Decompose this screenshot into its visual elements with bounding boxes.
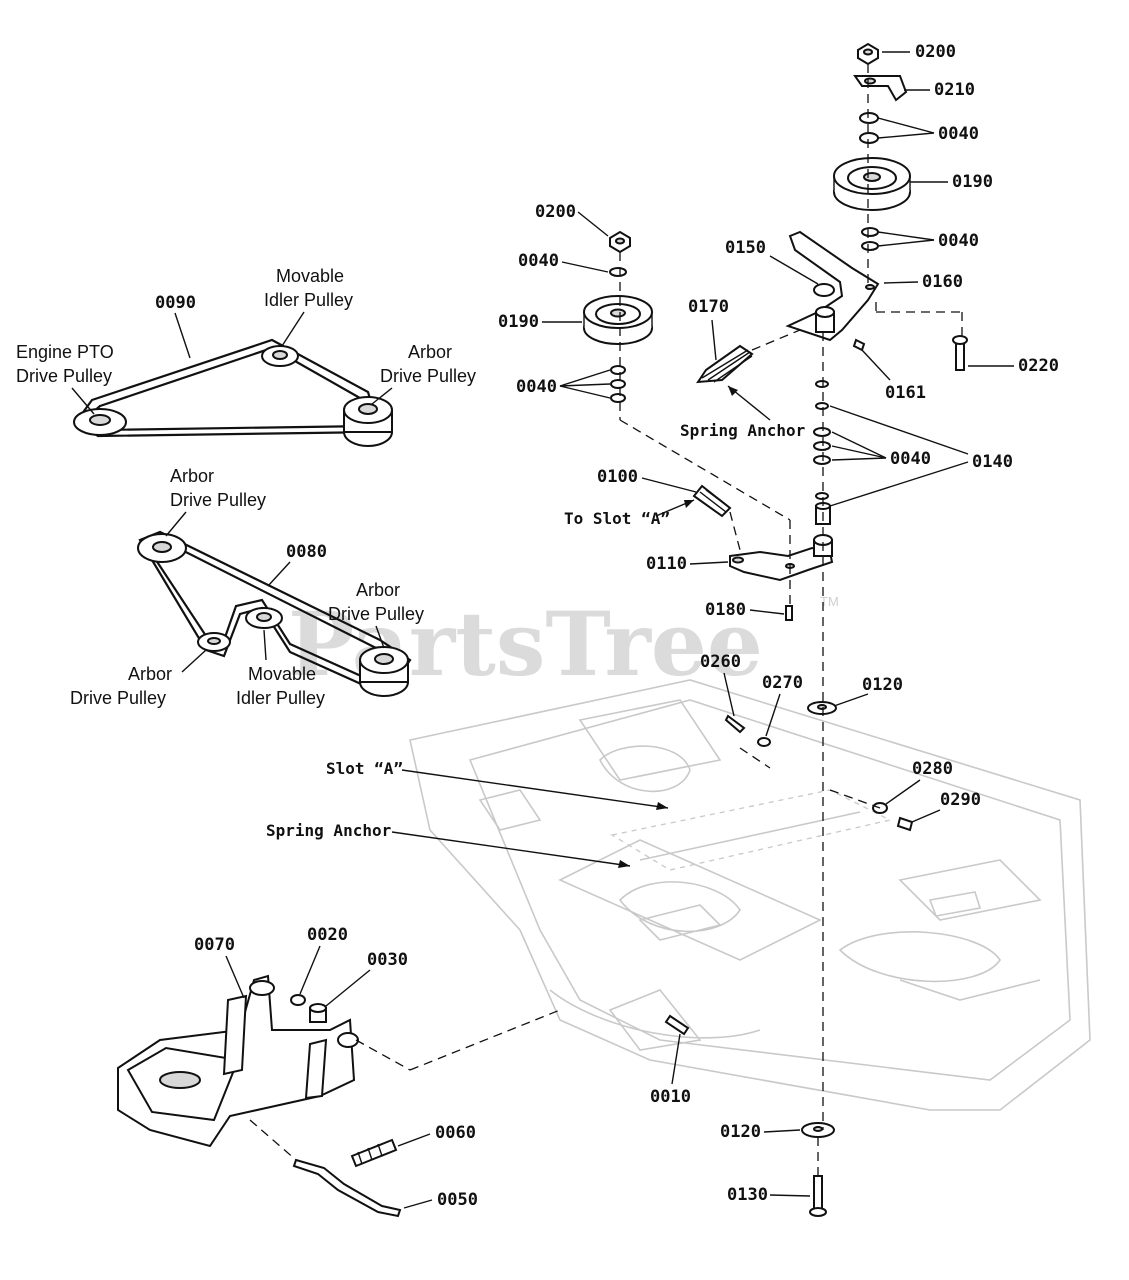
arbor-drive-pulley-top <box>137 533 187 563</box>
arbor-drive-pulley-left <box>197 632 231 652</box>
part-0100: 0100 <box>597 467 638 487</box>
part-0040-b: 0040 <box>938 231 979 251</box>
part-0110: 0110 <box>646 554 687 574</box>
part-0270: 0270 <box>762 673 803 693</box>
part-0120-bottom: 0120 <box>720 1122 761 1142</box>
label-arbor-right-2: Drive Pulley <box>328 604 424 624</box>
label-arbor-0090-1: Arbor <box>408 342 452 362</box>
belt-0080-illustration <box>137 530 412 697</box>
part-0140: 0140 <box>972 452 1013 472</box>
label-arbor-0090-2: Drive Pulley <box>380 366 476 386</box>
small-hardware <box>664 701 914 1217</box>
part-0200-top: 0200 <box>915 42 956 62</box>
belt-0090-illustration <box>73 338 393 447</box>
part-0130: 0130 <box>727 1185 768 1205</box>
part-0210: 0210 <box>934 80 975 100</box>
part-0070: 0070 <box>194 935 235 955</box>
label-spring-anchor-lower: Spring Anchor <box>266 821 391 840</box>
part-0060: 0060 <box>435 1123 476 1143</box>
part-0040-d: 0040 <box>516 377 557 397</box>
label-movable-idler-2: Idler Pulley <box>264 290 353 310</box>
part-callouts: 0200 0210 0040 0190 0040 0200 0150 0160 … <box>194 42 1059 1210</box>
label-arbor-left-2: Drive Pulley <box>70 688 166 708</box>
label-spring-anchor-upper: Spring Anchor <box>680 421 805 440</box>
part-0120-top: 0120 <box>862 675 903 695</box>
label-arbor-top-2: Drive Pulley <box>170 490 266 510</box>
part-0090: 0090 <box>155 293 196 313</box>
watermark-trademark: TM <box>820 594 839 609</box>
label-arbor-right-1: Arbor <box>356 580 400 600</box>
arbor-drive-pulley-0090 <box>343 396 393 447</box>
label-movable-idler-0080-2: Idler Pulley <box>236 688 325 708</box>
part-0180: 0180 <box>705 600 746 620</box>
label-engine-pto-2: Drive Pulley <box>16 366 112 386</box>
part-0190-right: 0190 <box>952 172 993 192</box>
pulley-assembly-left <box>583 230 653 403</box>
label-movable-idler-1: Movable <box>276 266 344 286</box>
part-0190-left: 0190 <box>498 312 539 332</box>
part-0200-left: 0200 <box>535 202 576 222</box>
arbor-drive-pulley-right <box>359 646 409 697</box>
part-0161: 0161 <box>885 383 926 403</box>
label-slot-a: Slot “A” <box>326 759 403 778</box>
part-0150: 0150 <box>725 238 766 258</box>
part-0040-c: 0040 <box>518 251 559 271</box>
part-0220: 0220 <box>1018 356 1059 376</box>
part-0260: 0260 <box>700 652 741 672</box>
movable-idler-pulley-0090 <box>261 345 299 367</box>
part-0040-e: 0040 <box>890 449 931 469</box>
label-to-slot-a: To Slot “A” <box>564 509 670 528</box>
part-0040-a: 0040 <box>938 124 979 144</box>
part-0170: 0170 <box>688 297 729 317</box>
engine-pto-drive-pulley <box>73 408 127 436</box>
mounting-bracket-0070 <box>117 974 402 1218</box>
label-arbor-left-1: Arbor <box>128 664 172 684</box>
part-0160: 0160 <box>922 272 963 292</box>
part-0050: 0050 <box>437 1190 478 1210</box>
part-0080: 0080 <box>286 542 327 562</box>
label-arbor-top-1: Arbor <box>170 466 214 486</box>
idler-assembly-right <box>696 42 968 525</box>
part-0010: 0010 <box>650 1087 691 1107</box>
part-0030: 0030 <box>367 950 408 970</box>
part-0280: 0280 <box>912 759 953 779</box>
movable-idler-pulley-0080 <box>245 607 283 629</box>
assembly-lines <box>249 64 963 1176</box>
mower-deck <box>409 679 1091 1111</box>
label-movable-idler-0080-1: Movable <box>248 664 316 684</box>
label-engine-pto-1: Engine PTO <box>16 342 114 362</box>
part-0020: 0020 <box>307 925 348 945</box>
part-0290: 0290 <box>940 790 981 810</box>
